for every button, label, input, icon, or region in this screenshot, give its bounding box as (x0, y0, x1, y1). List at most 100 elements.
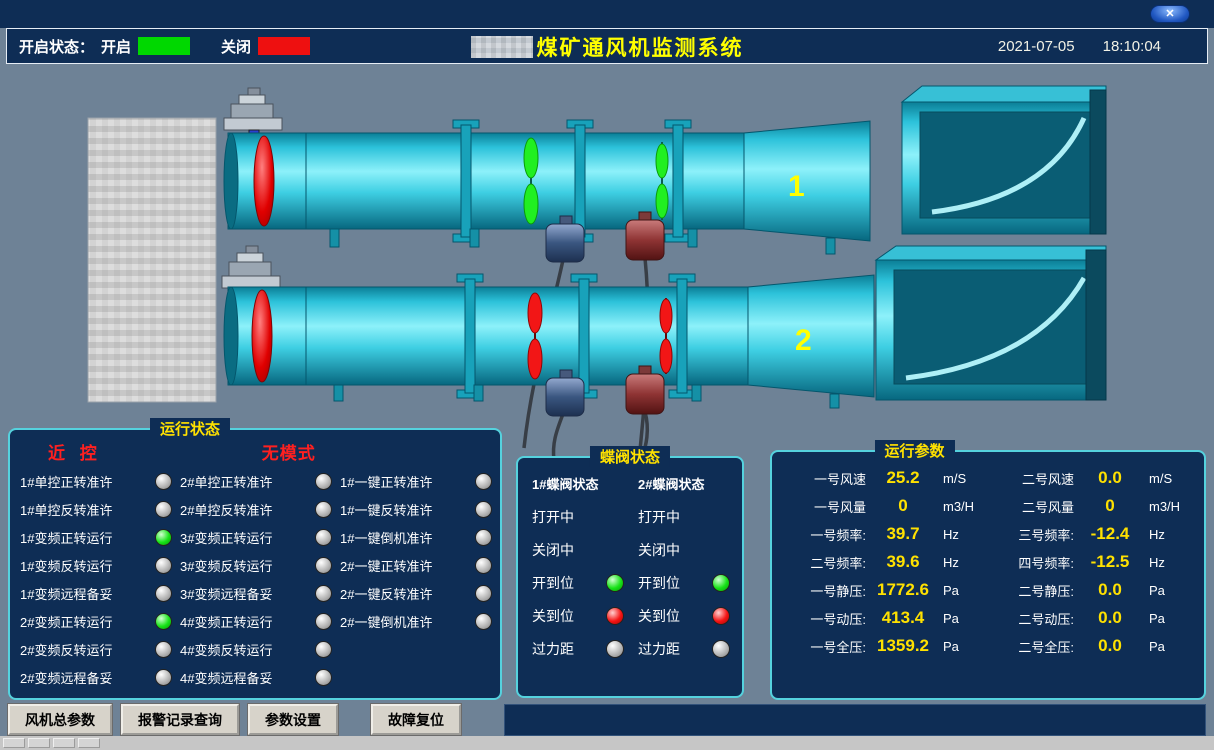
status-item-label: 1#变频反转运行 (20, 559, 113, 574)
fan-1-inlet-valve-disc (253, 135, 275, 227)
valve-indicator-red (606, 607, 624, 625)
valve-status-label: 打开中 (532, 509, 574, 525)
fan-1-inlet-valve-actuator (223, 87, 283, 139)
fan-1-outlet-box (900, 85, 1107, 235)
fan-1-diffuser-cone (743, 120, 871, 242)
status-indicator-gray (315, 473, 332, 490)
status-item-label: 1#一键正转准许 (340, 475, 433, 490)
parameter-settings-button[interactable]: 参数设置 (248, 704, 338, 735)
fan-2-supports (333, 384, 840, 409)
status-item: 4#变频反转运行 (180, 638, 332, 661)
status-item-label: 2#单控反转准许 (180, 503, 273, 518)
taskbar-button[interactable] (3, 738, 25, 748)
valve-status-label: 关到位 (532, 608, 574, 624)
status-item: 4#变频远程备妥 (180, 666, 332, 689)
status-item (340, 638, 492, 661)
status-indicator-gray (315, 641, 332, 658)
param-value: -12.4 (1090, 524, 1130, 543)
status-item: 1#一键反转准许 (340, 498, 492, 521)
closed-color-swatch (258, 37, 311, 55)
fan-1-supports (329, 228, 836, 255)
status-item: 1#一键正转准许 (340, 470, 492, 493)
mode-none-label: 无模式 (261, 444, 316, 463)
status-item-label: 1#变频正转运行 (20, 531, 113, 546)
status-item-label: 2#一键倒机准许 (340, 615, 433, 630)
time-text: 18:10:04 (1102, 37, 1161, 55)
close-button[interactable]: ✕ (1150, 5, 1190, 23)
valve-indicator-gray (712, 640, 730, 658)
param-unit: Pa (1149, 610, 1165, 626)
status-item-label: 4#变频正转运行 (180, 615, 273, 630)
taskbar (0, 736, 1214, 750)
param-value: 1772.6 (877, 580, 929, 599)
param-unit: Hz (1149, 554, 1165, 570)
status-item-label: 1#单控正转准许 (20, 475, 113, 490)
status-indicator-gray (315, 585, 332, 602)
taskbar-button[interactable] (53, 738, 75, 748)
control-mode-label: 近 控 (48, 444, 102, 463)
status-item-label: 2#变频反转运行 (20, 643, 113, 658)
titlebar: ✕ (0, 0, 1214, 28)
param-value: 0.0 (1098, 580, 1122, 599)
date-text: 2021-07-05 (997, 37, 1075, 55)
param-label: 二号频率: (810, 555, 866, 571)
param-label: 二号风量 (1021, 499, 1074, 515)
status-indicator-gray (475, 613, 492, 630)
param-value: 0 (1105, 496, 1115, 515)
status-item-label: 4#变频远程备妥 (180, 671, 273, 686)
param-unit: Hz (943, 526, 959, 542)
param-value: 39.7 (886, 524, 920, 543)
param-label: 一号风量 (813, 499, 866, 515)
fan-1-unit: 1 (223, 85, 1107, 451)
status-item: 2#单控正转准许 (180, 470, 332, 493)
param-unit: m/S (943, 470, 967, 486)
fan-1-flanges (452, 119, 692, 243)
fan-total-params-button[interactable]: 风机总参数 (8, 704, 112, 735)
status-indicator-gray (475, 473, 492, 490)
fault-reset-button[interactable]: 故障复位 (371, 704, 461, 735)
status-item-label: 1#单控反转准许 (20, 503, 113, 518)
fan-2-closed-indicators-2 (659, 298, 673, 374)
fan-2-diffuser-cone (747, 274, 875, 398)
valve-status-label: 过力距 (532, 641, 574, 657)
status-indicator-gray (315, 669, 332, 686)
param-label: 二号动压: (1018, 611, 1074, 627)
status-grid: 1#单控正转准许 2#单控正转准许 1#一键正转准许 1#单控反转准许 2#单控反转准许… (10, 468, 500, 689)
status-indicator-gray (155, 473, 172, 490)
status-item: 1#一键倒机准许 (340, 526, 492, 549)
status-item: 2#一键反转准许 (340, 582, 492, 605)
mode-row: 近 控 无模式 (10, 439, 500, 464)
alarm-record-query-button[interactable]: 报警记录查询 (121, 704, 239, 735)
taskbar-button[interactable] (28, 738, 50, 748)
param-unit: m3/H (1149, 498, 1181, 514)
status-item: 3#变频反转运行 (180, 554, 332, 577)
param-value: 25.2 (886, 468, 920, 487)
param-value: 39.6 (886, 552, 920, 571)
param-label: 二号全压: (1018, 639, 1074, 655)
status-item-label: 3#变频反转运行 (180, 559, 273, 574)
valve-indicator-green (712, 574, 730, 592)
fan-2-sensor-blue (545, 377, 585, 417)
valve-panel-title: 蝶阀状态 (589, 446, 671, 467)
status-indicator-gray (155, 557, 172, 574)
taskbar-button[interactable] (78, 738, 100, 748)
status-item: 3#变频正转运行 (180, 526, 332, 549)
status-item: 1#变频反转运行 (20, 554, 172, 577)
status-indicator-gray (475, 585, 492, 602)
status-item-label: 1#变频远程备妥 (20, 587, 113, 602)
param-value: -12.5 (1090, 552, 1130, 571)
fan-1-cable-1 (522, 259, 565, 449)
fan-2-sensor-red (625, 373, 665, 415)
status-item: 2#变频反转运行 (20, 638, 172, 661)
status-item-label: 2#变频远程备妥 (20, 671, 113, 686)
fan-2-outlet-box (874, 245, 1107, 401)
toolbar: 风机总参数报警记录查询参数设置 故障复位 (8, 704, 461, 735)
valve-status-label: 开到位 (638, 575, 680, 591)
valve-status-row: 打开中 (638, 505, 730, 529)
status-item-label: 2#一键反转准许 (340, 587, 433, 602)
status-legend: 开启状态： 开启 关闭 (19, 36, 311, 57)
fan-2-flanges (456, 273, 696, 399)
